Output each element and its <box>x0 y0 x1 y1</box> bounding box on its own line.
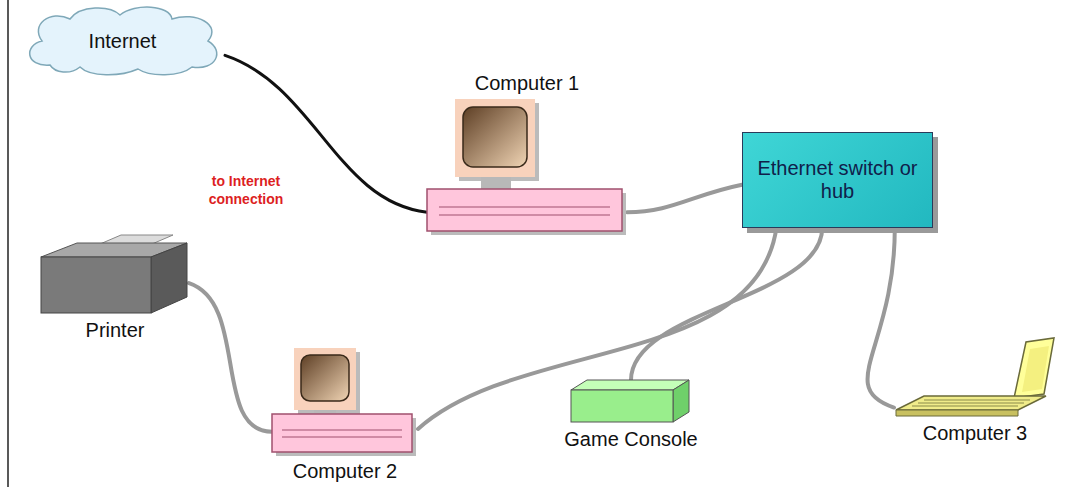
laptop-icon <box>894 338 1056 418</box>
laptop-art <box>894 338 1056 418</box>
node-label: Computer 3 <box>923 422 1028 445</box>
node-label: Computer 2 <box>293 460 398 483</box>
network-cable <box>868 228 895 408</box>
game-console-art <box>571 380 691 424</box>
cloud-shape: Internet <box>20 5 225 77</box>
desktop-computer-icon <box>272 348 418 456</box>
laptop: Computer 3 <box>894 338 1056 445</box>
text-stack: Ethernet switch or hub <box>750 157 925 203</box>
node-label: Printer <box>86 319 145 342</box>
network-cable <box>418 228 776 429</box>
node-label: Computer 1 <box>475 72 580 95</box>
game-console-icon <box>571 380 691 424</box>
network-cable <box>189 283 272 432</box>
desktop-computer-art <box>272 348 418 456</box>
printer-art <box>41 235 189 315</box>
switch-box: Ethernet switch or hub <box>742 132 933 228</box>
game-console: Game Console <box>564 380 697 451</box>
desktop-computer-art <box>427 99 627 235</box>
node-label: Internet <box>89 30 157 53</box>
printer: Printer <box>41 235 189 342</box>
network-cable <box>627 185 742 212</box>
desktop-computer: Computer 1 <box>427 72 627 235</box>
printer-icon <box>41 235 189 315</box>
frame-line <box>7 0 9 487</box>
node-label: Ethernet switch or hub <box>750 157 925 203</box>
desktop-computer-icon <box>427 99 627 235</box>
network-cable <box>631 228 822 380</box>
desktop-computer: Computer 2 <box>272 348 418 483</box>
node-label: Game Console <box>564 428 697 451</box>
note-label: to Internet connection <box>181 172 311 208</box>
